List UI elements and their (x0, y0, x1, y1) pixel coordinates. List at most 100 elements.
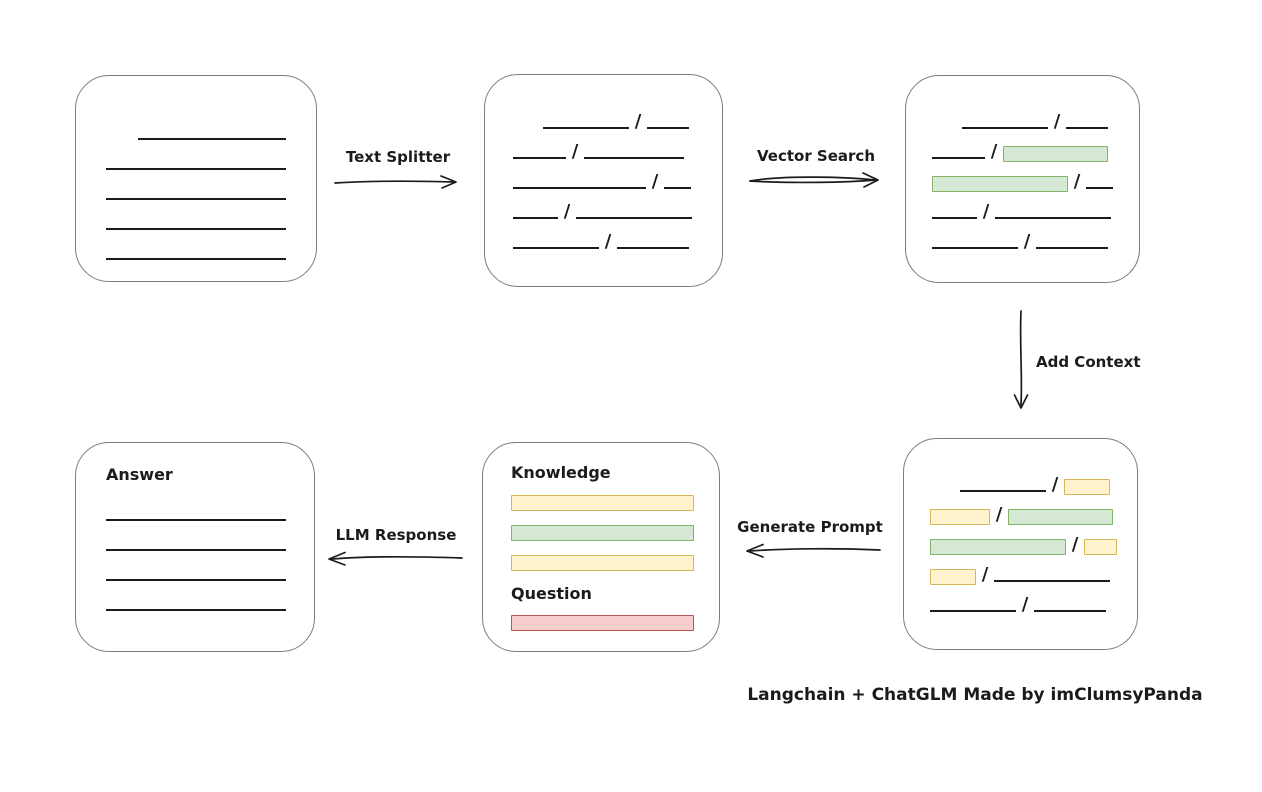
green-chunk (1003, 146, 1108, 162)
text-row: / (930, 462, 1111, 495)
text-line (576, 217, 692, 219)
llm-response-arrow-icon (328, 551, 463, 566)
slash-separator: / (1073, 171, 1081, 192)
indent-gap (930, 491, 960, 492)
green-chunk (1008, 509, 1113, 525)
vector-match-lines: ///// (932, 99, 1113, 252)
answer-box: Answer (75, 442, 315, 652)
text-line (138, 138, 286, 140)
slash-separator: / (1053, 111, 1061, 132)
text-splitter-label: Text Splitter (345, 148, 451, 166)
slash-separator: / (981, 564, 989, 585)
text-row: / (932, 159, 1113, 192)
indent-gap (513, 128, 543, 129)
text-line (617, 247, 689, 249)
text-line (995, 217, 1111, 219)
text-row: / (932, 99, 1113, 132)
text-row (106, 521, 286, 551)
text-line (994, 580, 1110, 582)
context-chunks-box: ///// (903, 438, 1138, 650)
green-chunk (930, 539, 1066, 555)
yellow-chunk (930, 569, 976, 585)
slash-separator: / (634, 111, 642, 132)
document-box (75, 75, 317, 282)
document-text-lines (106, 110, 286, 260)
text-line (1034, 610, 1106, 612)
text-line (1086, 187, 1113, 189)
text-line (930, 610, 1016, 612)
slash-separator: / (651, 171, 659, 192)
add-context-label: Add Context (1036, 353, 1141, 371)
text-line (513, 247, 599, 249)
text-line (106, 228, 286, 230)
text-line (513, 187, 646, 189)
slash-separator: / (563, 201, 571, 222)
text-row: / (513, 189, 694, 222)
text-line (1066, 127, 1108, 129)
slash-separator: / (604, 231, 612, 252)
text-row: / (513, 129, 694, 162)
prompt-box: Knowledge Question (482, 442, 720, 652)
add-context-arrow-icon (1013, 310, 1029, 409)
text-row (106, 140, 286, 170)
text-row: / (932, 189, 1113, 221)
llm-response-label: LLM Response (335, 526, 457, 544)
vector-matches-box: ///// (905, 75, 1140, 283)
yellow-chunk (930, 509, 990, 525)
text-row (106, 551, 286, 581)
answer-label: Answer (106, 465, 173, 484)
generate-prompt-arrow-icon (746, 543, 881, 558)
text-row (106, 110, 286, 140)
text-line (513, 217, 558, 219)
text-line (647, 127, 689, 129)
text-line (106, 579, 286, 581)
vector-search-arrow-icon (749, 172, 879, 188)
text-row: / (930, 552, 1111, 585)
credit-caption: Langchain + ChatGLM Made by imClumsyPand… (747, 685, 1203, 705)
knowledge-label: Knowledge (511, 463, 611, 482)
text-row: / (513, 219, 694, 252)
green-chunk (932, 176, 1068, 192)
question-label: Question (511, 584, 592, 603)
text-row: / (930, 522, 1117, 555)
yellow-chunk (1084, 539, 1117, 555)
slash-separator: / (1023, 231, 1031, 252)
text-row: / (932, 219, 1113, 252)
indent-gap (932, 128, 962, 129)
text-row (106, 200, 286, 230)
vector-search-label: Vector Search (756, 147, 875, 165)
question-group: Question (511, 584, 694, 631)
text-row: / (513, 159, 694, 192)
context-chunk-lines: ///// (930, 462, 1117, 614)
text-line (106, 549, 286, 551)
text-row (106, 491, 286, 521)
text-row (106, 581, 286, 611)
yellow-chunk (1064, 479, 1110, 495)
answer-text-lines (106, 491, 286, 611)
knowledge-chunk-bar (511, 525, 694, 541)
text-line (962, 127, 1048, 129)
text-line (543, 127, 629, 129)
knowledge-chunk-bar (511, 555, 694, 571)
text-row: / (932, 129, 1113, 162)
question-bars (511, 615, 694, 631)
slash-separator: / (990, 141, 998, 162)
indent-gap (106, 139, 138, 140)
text-line (106, 258, 286, 260)
text-line (513, 157, 566, 159)
knowledge-bars (511, 495, 694, 571)
text-splitter-arrow-icon (334, 175, 457, 189)
text-line (960, 490, 1046, 492)
text-row: / (930, 582, 1111, 614)
text-line (106, 609, 286, 611)
text-line (584, 157, 684, 159)
text-line (1036, 247, 1108, 249)
split-text-box: / / / / / (484, 74, 723, 287)
text-row (106, 230, 286, 260)
text-line (106, 519, 286, 521)
text-line (106, 198, 286, 200)
slash-separator: / (571, 141, 579, 162)
slash-separator: / (1071, 534, 1079, 555)
question-chunk-bar (511, 615, 694, 631)
text-row: / (513, 99, 694, 132)
